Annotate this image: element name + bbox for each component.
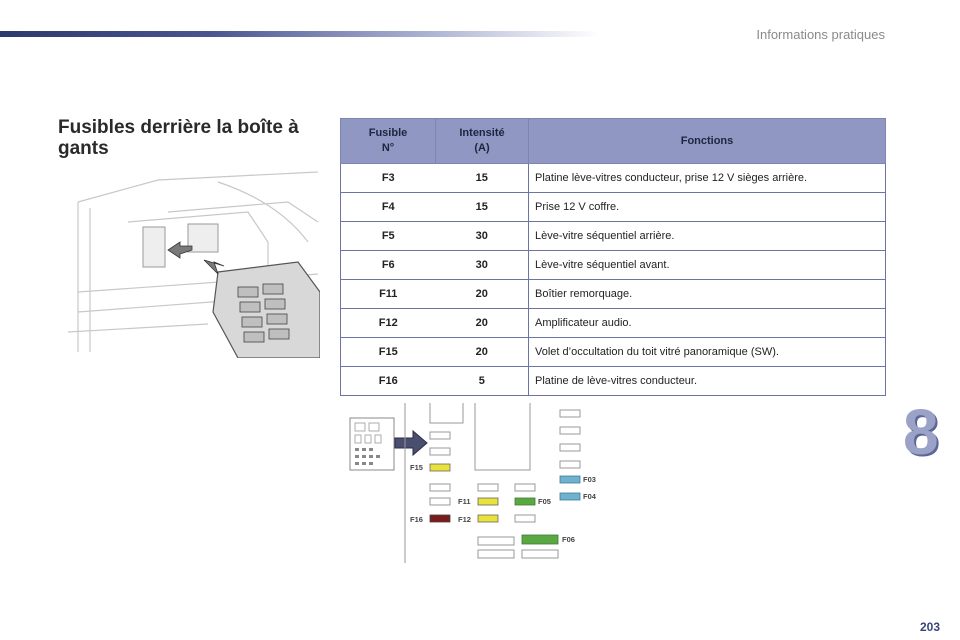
amps-cell: 30 xyxy=(435,250,529,280)
fuse-cell: F12 xyxy=(340,308,436,338)
glovebox-illustration xyxy=(68,162,320,358)
table-row: F15 20 Volet d’occultation du toit vitré… xyxy=(340,337,886,367)
arrow-icon xyxy=(394,429,428,457)
fuse-f03 xyxy=(559,475,581,484)
label-f03: F03 xyxy=(583,475,596,484)
amps-cell: 20 xyxy=(435,337,529,367)
label-f16: F16 xyxy=(410,515,423,524)
fuse-box-diagram: F15 F16 F11 F12 F05 F06 F03 F04 xyxy=(349,403,597,563)
fuse-f06 xyxy=(521,534,559,545)
label-f15: F15 xyxy=(410,463,423,472)
fuse-cell: F15 xyxy=(340,337,436,367)
header-fuse: Fusible N° xyxy=(340,118,436,164)
function-cell: Amplificateur audio. xyxy=(528,308,886,338)
amps-cell: 15 xyxy=(435,163,529,193)
page-title: Fusibles derrière la boîte à gants xyxy=(58,117,299,159)
fuse-cell: F4 xyxy=(340,192,436,222)
header-amps: Intensité (A) xyxy=(435,118,529,164)
fuse-f05 xyxy=(514,497,536,506)
table-row: F11 20 Boîtier remorquage. xyxy=(340,279,886,309)
function-cell: Platine lève-vitres conducteur, prise 12… xyxy=(528,163,886,193)
fuse-f04 xyxy=(559,492,581,501)
fuse-cell: F11 xyxy=(340,279,436,309)
page-number: 203 xyxy=(919,620,940,634)
function-cell: Lève-vitre séquentiel avant. xyxy=(528,250,886,280)
fuse-cell: F5 xyxy=(340,221,436,251)
table-row: F4 15 Prise 12 V coffre. xyxy=(340,192,886,222)
function-cell: Volet d’occultation du toit vitré panora… xyxy=(528,337,886,367)
header-fuse-label: Fusible N° xyxy=(368,127,408,154)
fuse-cell: F3 xyxy=(340,163,436,193)
fuse-f15 xyxy=(429,463,451,472)
table-row: F6 30 Lève-vitre séquentiel avant. xyxy=(340,250,886,280)
fuse-f16 xyxy=(429,514,451,523)
fuse-f12 xyxy=(477,514,499,523)
table-row: F16 5 Platine de lève-vitres conducteur. xyxy=(340,366,886,396)
amps-cell: 15 xyxy=(435,192,529,222)
table-row: F12 20 Amplificateur audio. xyxy=(340,308,886,338)
label-f11: F11 xyxy=(458,497,471,506)
function-cell: Lève-vitre séquentiel arrière. xyxy=(528,221,886,251)
header-amps-label: Intensité (A) xyxy=(459,127,505,154)
section-label: Informations pratiques xyxy=(756,27,885,42)
function-cell: Prise 12 V coffre. xyxy=(528,192,886,222)
label-f04: F04 xyxy=(583,492,597,501)
label-f05: F05 xyxy=(538,497,551,506)
table-row: F5 30 Lève-vitre séquentiel arrière. xyxy=(340,221,886,251)
function-cell: Boîtier remorquage. xyxy=(528,279,886,309)
header-functions: Fonctions xyxy=(528,118,886,164)
amps-cell: 5 xyxy=(435,366,529,396)
header-functions-label: Fonctions xyxy=(680,134,734,147)
label-f12: F12 xyxy=(458,515,471,524)
function-cell: Platine de lève-vitres conducteur. xyxy=(528,366,886,396)
header-bar xyxy=(0,31,600,37)
label-f06: F06 xyxy=(562,535,575,544)
table-row: F3 15 Platine lève-vitres conducteur, pr… xyxy=(340,163,886,193)
fuse-f11 xyxy=(477,497,499,506)
amps-cell: 20 xyxy=(435,308,529,338)
amps-cell: 20 xyxy=(435,279,529,309)
amps-cell: 30 xyxy=(435,221,529,251)
fuse-cell: F6 xyxy=(340,250,436,280)
table-header-row: Fusible N° Intensité (A) Fonctions xyxy=(340,118,886,164)
fuse-table: Fusible N° Intensité (A) Fonctions F3 15… xyxy=(340,118,886,396)
chapter-number: 8 xyxy=(903,396,939,468)
fuse-box-thumbnail xyxy=(349,417,395,471)
fuse-cell: F16 xyxy=(340,366,436,396)
